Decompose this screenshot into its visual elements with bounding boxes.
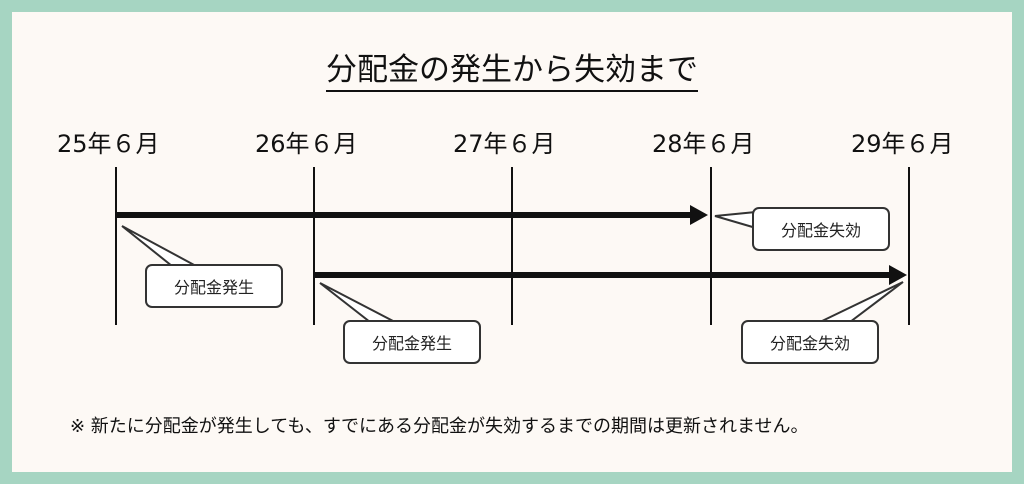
period-arrow-1-head <box>690 205 708 225</box>
callout-occur-2: 分配金発生 <box>343 320 481 364</box>
date-label-29: 29年６月 <box>851 130 954 158</box>
timeline-line-25 <box>115 167 117 325</box>
date-label-26: 26年６月 <box>255 130 358 158</box>
diagram-title: 分配金の発生から失効まで <box>0 44 1024 92</box>
timeline-line-29 <box>908 167 910 325</box>
date-label-25: 25年６月 <box>57 130 160 158</box>
period-arrow-2 <box>314 272 890 278</box>
callout-expire-2: 分配金失効 <box>741 320 879 364</box>
tail-expire1 <box>714 210 757 230</box>
footnote: ※ 新たに分配金が発生しても、すでにある分配金が失効するまでの期間は更新されませ… <box>70 416 809 437</box>
date-label-27: 27年６月 <box>453 130 556 158</box>
tail-occur2 <box>319 282 396 323</box>
callout-occur-1: 分配金発生 <box>145 264 283 308</box>
period-arrow-1 <box>116 212 692 218</box>
timeline-line-26 <box>313 167 315 325</box>
timeline-line-27 <box>511 167 513 325</box>
date-label-28: 28年６月 <box>652 130 755 158</box>
tail-expire2 <box>819 281 904 323</box>
period-arrow-2-head <box>889 265 907 285</box>
diagram-title-text: 分配金の発生から失効まで <box>326 52 698 92</box>
timeline-line-28 <box>710 167 712 325</box>
callout-expire-1: 分配金失効 <box>752 207 890 251</box>
tail-occur1 <box>121 225 197 267</box>
